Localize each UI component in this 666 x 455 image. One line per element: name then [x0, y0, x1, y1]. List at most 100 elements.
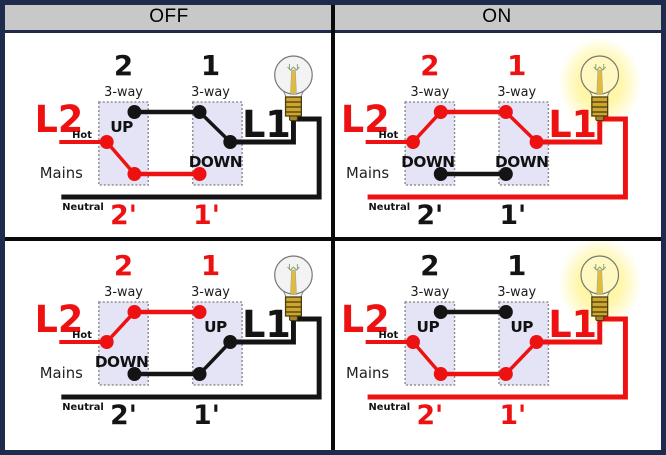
- switch-1-number-label: 1: [507, 49, 526, 82]
- bulb-tip-contact: [595, 115, 605, 121]
- switch-1-position-label: DOWN: [495, 153, 548, 171]
- hot-label: Hot: [378, 130, 398, 141]
- load-and-neutral-wire: [61, 316, 322, 400]
- switch-2-type-label: 3-way: [410, 85, 449, 100]
- switch-1-position-label: UP: [510, 318, 533, 336]
- vertical-divider: [331, 5, 335, 450]
- switch-2-blade: [105, 140, 136, 176]
- quadrant-on-first: 2 3-way 1 3-way L2 Hot Mains Neutral L1 …: [335, 33, 661, 237]
- bulb-stem: [290, 69, 297, 95]
- switch-1-blade: [504, 340, 538, 376]
- bulb-filament: [287, 64, 300, 71]
- terminal-2-prime-label: 2': [416, 400, 443, 431]
- switch-1-type-label: 3-way: [497, 85, 536, 100]
- switch-1-common-terminal: [223, 135, 238, 149]
- switch-2-bottom-terminal: [127, 167, 142, 181]
- switch-2-position-label: UP: [110, 118, 133, 136]
- mains-label: Mains: [346, 364, 389, 382]
- terminal-1-prime-label: 1': [193, 400, 220, 431]
- switch-1-type-label: 3-way: [191, 85, 230, 100]
- terminal-1-prime-label: 1': [499, 200, 526, 231]
- quadrant-off-second: 2 3-way 1 3-way L2 Hot Mains Neutral L1 …: [5, 241, 331, 450]
- switch-1-bottom-terminal: [192, 367, 207, 381]
- bulb-filament: [593, 264, 607, 271]
- switch-2-bottom-terminal: [127, 367, 142, 381]
- bulb-base-ridges: [285, 301, 302, 313]
- switch-1-top-terminal: [192, 305, 207, 319]
- neutral-label: Neutral: [369, 402, 411, 413]
- neutral-label: Neutral: [369, 202, 411, 213]
- neutral-label: Neutral: [62, 402, 104, 413]
- switch-1-number-label: 1: [201, 49, 220, 82]
- bulb-tip-contact: [289, 315, 298, 321]
- l1-label: L1: [242, 103, 291, 146]
- switch-2-top-terminal: [433, 105, 448, 119]
- switch-1-bottom-terminal: [192, 167, 207, 181]
- light-bulb: [580, 255, 620, 321]
- switch-1-position-label: UP: [204, 318, 227, 336]
- switch-2-bottom-terminal: [433, 367, 448, 381]
- load-and-neutral-wire: [367, 116, 628, 200]
- switch-1-type-label: 3-way: [191, 285, 230, 300]
- switch-1-common-terminal: [529, 335, 544, 349]
- switch-1-top-terminal: [498, 105, 513, 119]
- mains-label: Mains: [346, 164, 389, 182]
- l1-label: L1: [548, 103, 597, 146]
- switch-1-common-terminal: [223, 335, 238, 349]
- switch-1-top-terminal: [192, 105, 207, 119]
- light-bulb: [580, 55, 620, 121]
- switch-2-blade: [411, 340, 443, 376]
- switch-1-common-terminal: [529, 135, 544, 149]
- switch-2-common-terminal: [406, 135, 420, 149]
- switch-2-bottom-terminal: [433, 167, 448, 181]
- terminal-1-prime-label: 1': [499, 400, 526, 431]
- load-and-neutral-wire: [61, 116, 322, 200]
- hot-label: Hot: [72, 330, 92, 341]
- hot-label: Hot: [378, 330, 398, 341]
- terminal-1-prime-label: 1': [193, 200, 220, 231]
- mains-label: Mains: [40, 364, 83, 382]
- switch-2-number-label: 2: [114, 249, 133, 282]
- terminal-2-prime-label: 2': [416, 200, 443, 231]
- l1-label: L1: [242, 303, 291, 346]
- neutral-label: Neutral: [62, 202, 104, 213]
- switch-2-top-terminal: [433, 305, 448, 319]
- switch-1-bottom-terminal: [498, 367, 513, 381]
- l2-label: L2: [35, 98, 84, 141]
- bulb-filament: [593, 64, 607, 71]
- switch-1-blade: [198, 110, 232, 144]
- wiring-diagram-panel: 2 3-way 1 3-way L2 Hot Mains Neutral L1 …: [35, 49, 322, 231]
- l1-label: L1: [548, 303, 597, 346]
- mains-label: Mains: [40, 164, 83, 182]
- switch-2-type-label: 3-way: [104, 285, 143, 300]
- switch-1-bottom-terminal: [498, 167, 513, 181]
- switch-2-common-terminal: [99, 135, 114, 149]
- wiring-diagram-panel: 2 3-way 1 3-way L2 Hot Mains Neutral L1 …: [341, 241, 642, 431]
- switch-2-number-label: 2: [114, 49, 133, 82]
- bulb-tip-contact: [595, 315, 605, 321]
- terminal-2-prime-label: 2': [110, 200, 137, 231]
- switch-2-position-label: DOWN: [95, 353, 148, 371]
- switch-2-top-terminal: [127, 105, 142, 119]
- hot-label: Hot: [72, 130, 92, 141]
- wiring-diagram-panel: 2 3-way 1 3-way L2 Hot Mains Neutral L1 …: [341, 37, 642, 231]
- header-on-cell: ON: [482, 6, 512, 27]
- switch-1-blade: [504, 110, 538, 144]
- switch-2-common-terminal: [99, 335, 114, 349]
- bulb-base-ridges: [285, 101, 302, 113]
- wiring-diagram-panel: 2 3-way 1 3-way L2 Hot Mains Neutral L1 …: [35, 249, 322, 431]
- switch-1-top-terminal: [498, 305, 513, 319]
- light-bulb: [274, 55, 313, 121]
- load-and-neutral-wire: [367, 316, 628, 400]
- quadrant-off-first: 2 3-way 1 3-way L2 Hot Mains Neutral L1 …: [5, 33, 331, 237]
- l2-label: L2: [35, 298, 84, 341]
- quadrant-on-second: 2 3-way 1 3-way L2 Hot Mains Neutral L1 …: [335, 241, 661, 450]
- switch-1-number-label: 1: [201, 249, 220, 282]
- switch-2-position-label: UP: [417, 318, 440, 336]
- bulb-base-ridges: [591, 101, 608, 113]
- switch-1-position-label: DOWN: [189, 153, 242, 171]
- switch-2-number-label: 2: [420, 49, 439, 82]
- switch-2-position-label: DOWN: [401, 153, 454, 171]
- bulb-base-ridges: [591, 301, 608, 313]
